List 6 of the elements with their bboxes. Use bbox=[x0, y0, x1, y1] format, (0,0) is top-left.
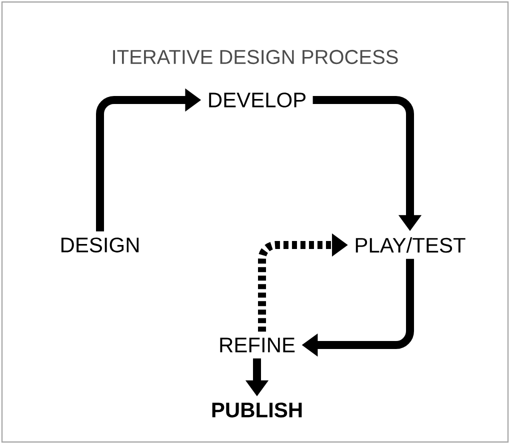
node-label: PUBLISH bbox=[212, 402, 302, 418]
node-label: DEVELOP bbox=[209, 92, 306, 108]
node-label: PLAY/TEST bbox=[356, 237, 466, 253]
title: ITERATIVE DESIGN PROCESS bbox=[113, 50, 398, 64]
node-label: REFINE bbox=[220, 338, 295, 352]
node-label: DESIGN bbox=[61, 238, 139, 252]
